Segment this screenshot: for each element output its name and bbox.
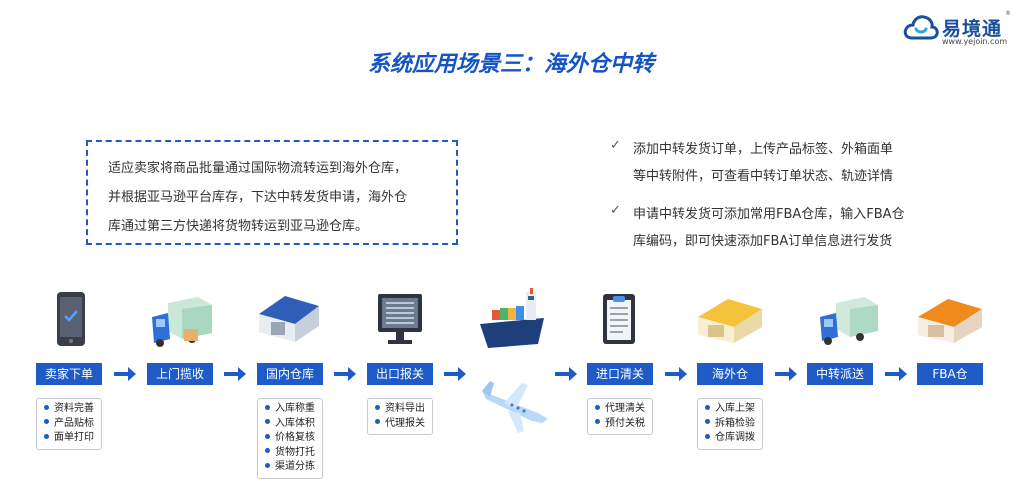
- step-label-transfer-delivery: 中转派送: [807, 363, 873, 385]
- step-label-import-clearance: 进口清关: [587, 363, 653, 385]
- airplane-icon: [478, 377, 552, 437]
- step-label-export-declaration: 出口报关: [367, 363, 433, 385]
- check-icon: ✓: [610, 138, 621, 153]
- step-label-pickup: 上门揽收: [147, 363, 213, 385]
- document-icon: [601, 292, 637, 346]
- phone-icon: [56, 291, 86, 347]
- sub-item: 渠道分拣: [265, 460, 316, 475]
- arrow-right-icon: [775, 367, 797, 381]
- sub-box-seller-order: 资料完善 产品贴标 面单打印: [36, 398, 102, 450]
- overseas-warehouse-icon: [694, 295, 766, 345]
- computer-monitor-icon: [376, 292, 424, 348]
- delivery-truck-icon: [148, 295, 214, 350]
- cargo-ship-icon: [478, 288, 546, 356]
- sub-item: 价格复核: [265, 431, 316, 446]
- step-label-domestic-warehouse: 国内仓库: [257, 363, 323, 385]
- page-title: 系统应用场景三：海外仓中转: [367, 52, 654, 77]
- sub-item: 拆箱检验: [705, 417, 756, 432]
- sub-item: 资料完善: [44, 402, 95, 417]
- sub-box-import-clearance: 代理清关 预付关税: [587, 398, 653, 435]
- logo: [903, 12, 1015, 52]
- logo-url: www.yejoin.com: [942, 37, 1008, 46]
- sub-item: 入库体积: [265, 417, 316, 432]
- warehouse-icon: [255, 292, 323, 344]
- step-label-seller-order: 卖家下单: [36, 363, 102, 385]
- cloud-logo-icon: [903, 15, 939, 40]
- description-line: 库通过第三方快递将货物转运到亚马逊仓库。: [108, 219, 369, 234]
- feature-bullet-line: 库编码，即可快速添加FBA订单信息进行发货: [633, 234, 893, 249]
- feature-bullet-line: 申请中转发货可添加常用FBA仓库，输入FBA仓: [633, 207, 905, 222]
- sub-item: 代理报关: [375, 417, 426, 432]
- arrow-right-icon: [224, 367, 246, 381]
- sub-item: 资料导出: [375, 402, 426, 417]
- sub-box-overseas-warehouse: 入库上架 拆箱检验 仓库调拨: [697, 398, 763, 450]
- description-box: [86, 140, 458, 245]
- description-line: 适应卖家将商品批量通过国际物流转运到海外仓库，: [108, 161, 408, 176]
- fba-warehouse-icon: [914, 295, 986, 345]
- arrow-right-icon: [114, 367, 136, 381]
- arrow-right-icon: [885, 367, 907, 381]
- arrow-right-icon: [334, 367, 356, 381]
- arrow-right-icon: [444, 367, 466, 381]
- check-icon: ✓: [610, 203, 621, 218]
- description-line: 并根据亚马逊平台库存，下达中转发货申请，海外仓: [108, 190, 408, 205]
- arrow-right-icon: [555, 367, 577, 381]
- feature-bullet-line: 添加中转发货订单，上传产品标签、外箱面单: [633, 142, 894, 157]
- step-label-fba-warehouse: FBA仓: [917, 363, 983, 385]
- transfer-truck-icon: [816, 295, 880, 349]
- sub-item: 货物打托: [265, 446, 316, 461]
- sub-item: 面单打印: [44, 431, 95, 446]
- sub-item: 预付关税: [595, 417, 646, 432]
- sub-item: 仓库调拨: [705, 431, 756, 446]
- sub-box-export-declaration: 资料导出 代理报关: [367, 398, 433, 435]
- sub-item: 代理清关: [595, 402, 646, 417]
- sub-box-domestic-warehouse: 入库称重 入库体积 价格复核 货物打托 渠道分拣: [257, 398, 323, 479]
- logo-registered-mark: ®: [1005, 10, 1011, 17]
- feature-bullet-line: 等中转附件，可查看中转订单状态、轨迹详情: [633, 169, 894, 184]
- sub-item: 入库称重: [265, 402, 316, 417]
- sub-item: 入库上架: [705, 402, 756, 417]
- sub-item: 产品贴标: [44, 417, 95, 432]
- logo-name: 易境通: [942, 18, 1003, 40]
- step-label-overseas-warehouse: 海外仓: [697, 363, 763, 385]
- arrow-right-icon: [665, 367, 687, 381]
